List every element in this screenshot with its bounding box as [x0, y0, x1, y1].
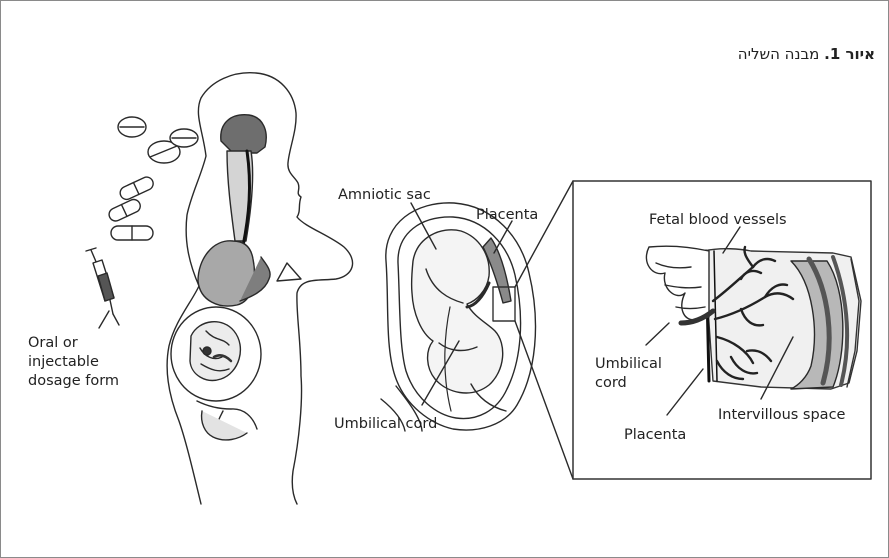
label-umbilical-line2: cord: [595, 375, 627, 391]
label-fetal-blood-vessels: Fetal blood vessels: [649, 212, 787, 228]
uterus-with-fetus: [381, 203, 535, 431]
label-amniotic-sac: Amniotic sac: [338, 187, 431, 203]
label-placenta-bottom: Placenta: [624, 427, 686, 443]
pill-icons: [107, 117, 198, 240]
label-oral-line2: injectable: [28, 354, 99, 370]
label-placenta-top: Placenta: [476, 207, 538, 223]
label-oral-line3: dosage form: [28, 373, 119, 389]
label-oral-line1: Oral or: [28, 335, 78, 351]
label-umbilical-cord-center: Umbilical cord: [334, 416, 437, 432]
syringe-icon: [86, 248, 119, 325]
label-umbilical-line1: Umbilical: [595, 356, 662, 372]
fetus-in-womb: [171, 307, 261, 401]
label-intervillous-space: Intervillous space: [718, 407, 846, 423]
